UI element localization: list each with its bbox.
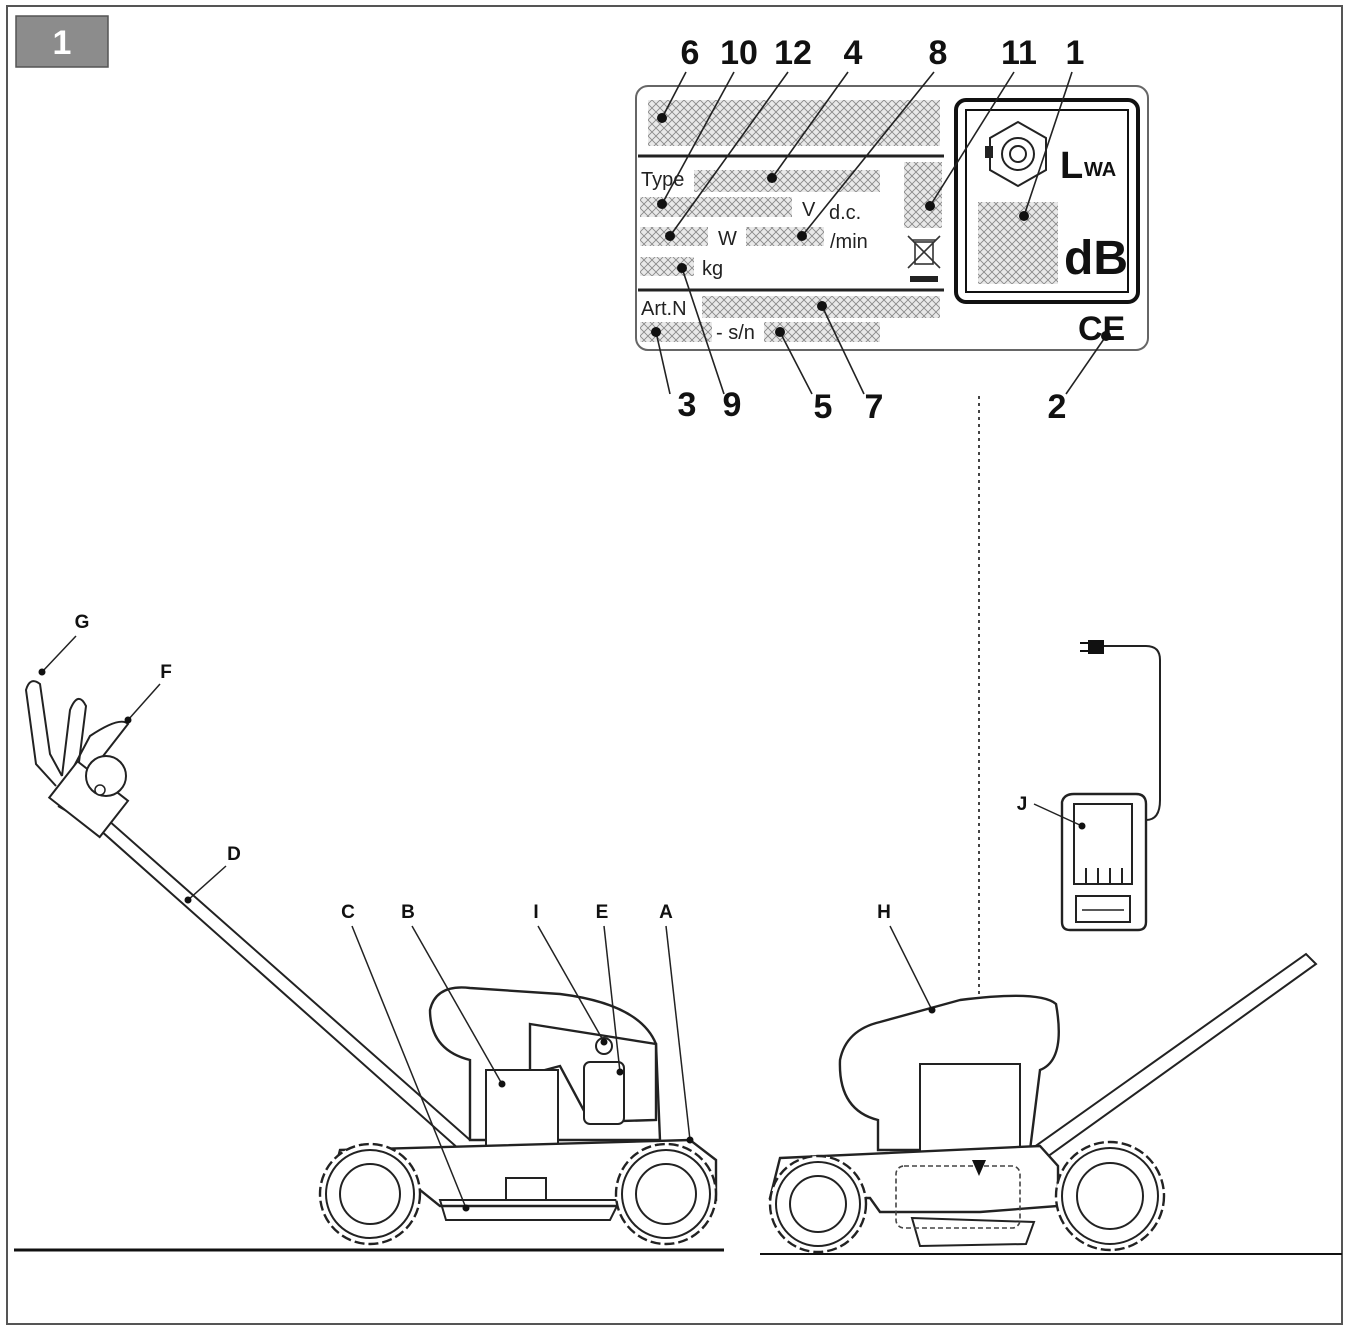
part-leaders-left xyxy=(41,635,691,1209)
plate-field-sound-value xyxy=(978,202,1058,284)
part-label-c: C xyxy=(341,902,355,923)
handle-loop-mid xyxy=(61,698,88,777)
plate-type-label: Type xyxy=(641,169,684,191)
charger-plug xyxy=(1088,640,1104,654)
handle-loop-f xyxy=(71,720,130,771)
part-label-b: B xyxy=(401,902,415,923)
part-label-h: H xyxy=(877,902,891,923)
safety-key xyxy=(595,1037,613,1055)
handle-right xyxy=(1029,952,1318,1163)
plate-field-voltage xyxy=(640,197,792,217)
sound-power-label: L xyxy=(1060,145,1083,187)
callout-3: 3 xyxy=(678,386,697,424)
callout-11: 11 xyxy=(1001,34,1037,72)
plate-field-type xyxy=(694,170,880,192)
callout-12: 12 xyxy=(774,34,812,72)
part-dots-right xyxy=(928,822,1086,1014)
part-labels-left: G F D C B I E A xyxy=(75,612,674,923)
rating-plate-location xyxy=(895,1165,1021,1229)
rating-plate: Type V d.c. W /min kg Art.N - s/n xyxy=(635,85,1149,351)
plate-article-label: Art.N xyxy=(641,298,687,320)
plate-field-manufacturer xyxy=(648,100,940,146)
rear-wheel-right xyxy=(768,1154,868,1254)
plate-power-unit: W xyxy=(718,228,737,250)
mower-side-view xyxy=(14,680,724,1252)
part-labels-right: H J xyxy=(877,794,1027,923)
front-wheel-right xyxy=(1054,1140,1166,1252)
charger-cable xyxy=(1104,645,1161,821)
part-label-e: E xyxy=(596,902,609,923)
plate-speed-unit: /min xyxy=(830,231,868,253)
sound-unit: dB xyxy=(1064,232,1128,285)
sound-power-sub: WA xyxy=(1084,159,1116,181)
plate-current-type: d.c. xyxy=(829,202,861,224)
part-label-f: F xyxy=(160,662,172,683)
callout-4: 4 xyxy=(844,34,863,72)
cutting-blade-right xyxy=(910,1216,1036,1248)
cutting-blade xyxy=(438,1199,622,1221)
battery-pack xyxy=(583,1061,625,1125)
plate-voltage-unit: V xyxy=(802,199,816,221)
part-label-g: G xyxy=(75,612,90,633)
figure-number-badge: 1 xyxy=(15,15,109,68)
part-leaders-right xyxy=(889,803,1083,1011)
callout-2: 2 xyxy=(1048,388,1067,426)
plate-weight-unit: kg xyxy=(702,258,723,280)
front-wheel-left xyxy=(614,1142,718,1246)
handle-loop-g xyxy=(24,680,63,787)
callout-5: 5 xyxy=(814,388,833,426)
callout-7: 7 xyxy=(865,388,884,426)
figure-frame xyxy=(6,5,1343,1325)
plate-location-arrow xyxy=(972,1160,986,1176)
figure-number: 1 xyxy=(53,24,72,62)
part-label-d: D xyxy=(227,844,241,865)
plate-field-code xyxy=(640,322,712,342)
weee-bin-icon xyxy=(907,235,941,282)
callout-1: 1 xyxy=(1066,34,1085,72)
callout-numbers-top: 6 10 12 4 8 11 1 xyxy=(681,34,1085,72)
mower-rear-view xyxy=(760,952,1342,1255)
callout-numbers-bottom: 3 9 5 7 2 xyxy=(678,386,1067,426)
part-label-i: I xyxy=(533,902,538,923)
plate-leader-lines xyxy=(655,71,1107,395)
callout-10: 10 xyxy=(720,34,758,72)
plate-field-year xyxy=(904,162,942,228)
rear-wheel-left xyxy=(318,1142,422,1246)
part-label-j: J xyxy=(1017,794,1028,815)
plate-serial-label: - s/n xyxy=(716,322,755,344)
plate-field-serial xyxy=(764,322,880,342)
plate-leader-dots xyxy=(651,113,1111,341)
battery-charger xyxy=(1060,640,1161,932)
callout-6: 6 xyxy=(681,34,700,72)
part-label-a: A xyxy=(659,902,673,923)
speaker-icon xyxy=(985,120,1047,188)
callout-8: 8 xyxy=(929,34,948,72)
handle-knob xyxy=(85,755,127,797)
part-dots-left xyxy=(38,668,694,1212)
callout-9: 9 xyxy=(723,386,742,424)
sound-power-box: L WA dB xyxy=(954,98,1140,304)
plate-field-speed xyxy=(746,227,824,246)
